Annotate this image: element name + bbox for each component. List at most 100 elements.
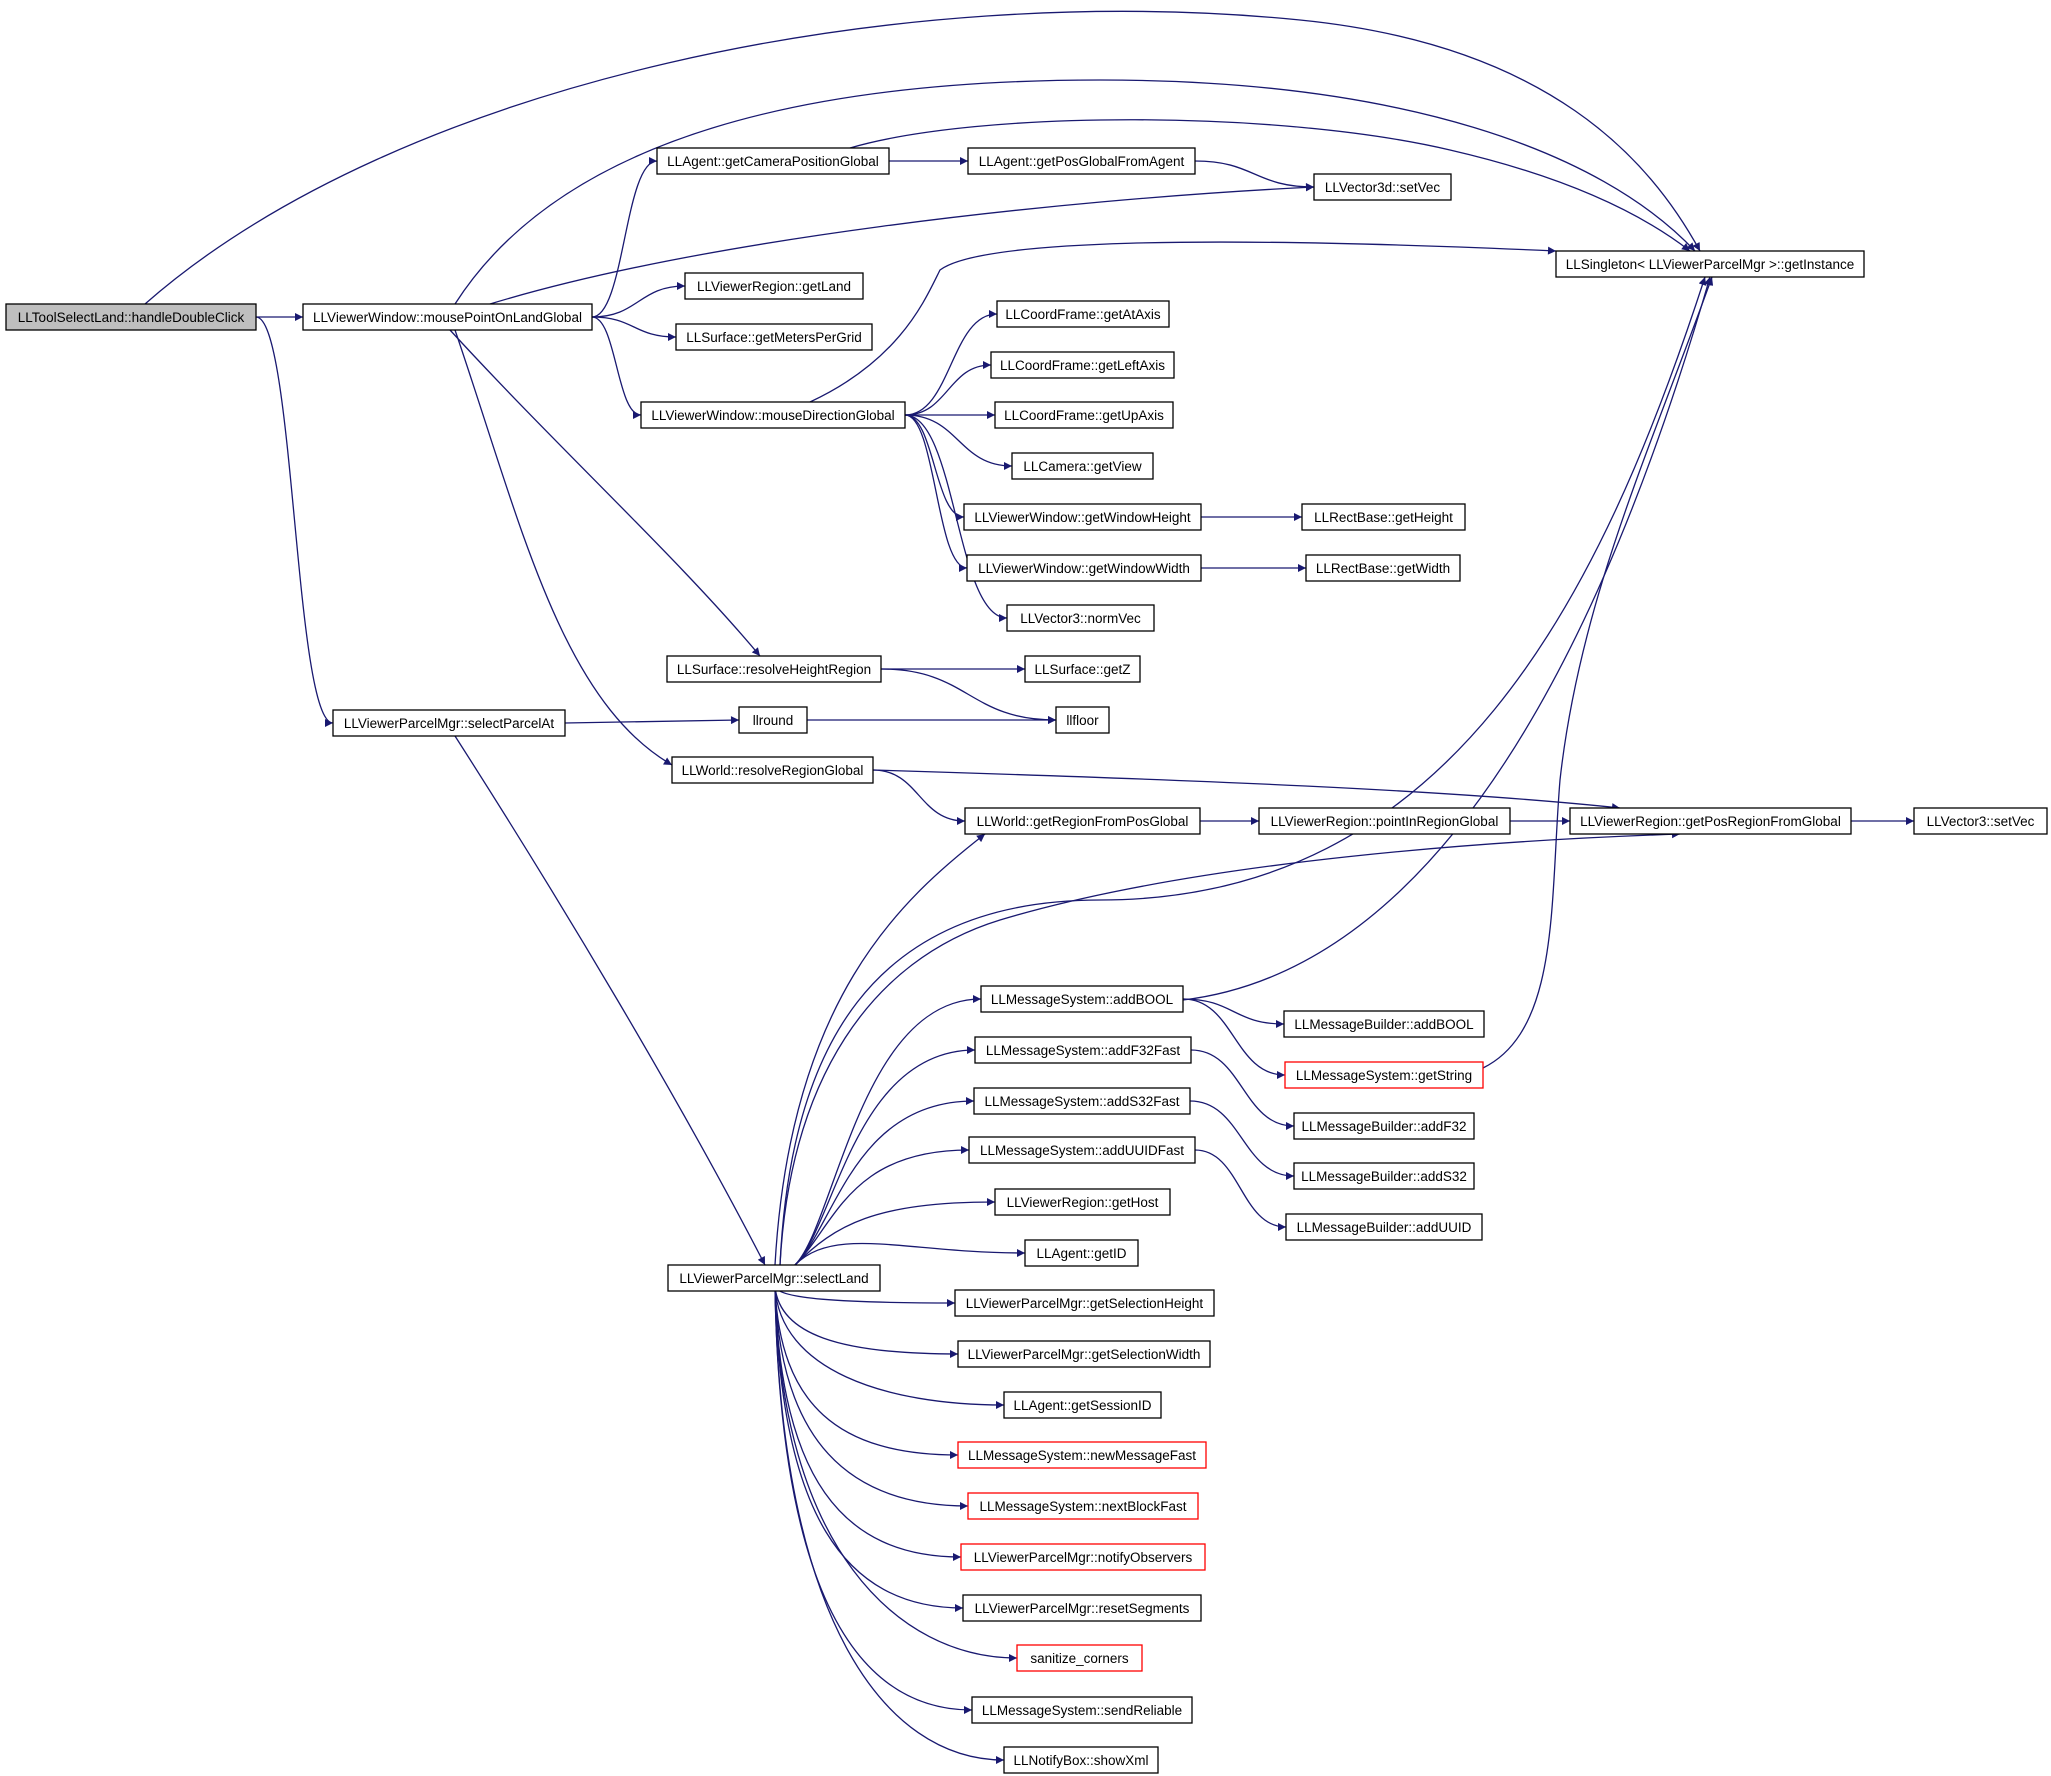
node-box[interactable] [996,300,1170,328]
node-llviewerparcelmgr-getselectionwidth[interactable]: LLViewerParcelMgr::getSelectionWidth [957,1340,1211,1368]
node-box[interactable] [968,1136,1196,1164]
node-box[interactable] [967,147,1196,175]
node-box[interactable] [332,709,566,737]
node-box[interactable] [1024,1239,1139,1267]
node-llmessagesystem-newmessagefast[interactable]: LLMessageSystem::newMessageFast [957,1441,1207,1469]
node-llviewerwindow-getwindowwidth[interactable]: LLViewerWindow::getWindowWidth [966,554,1202,582]
node-llmessagesystem-nextblockfast[interactable]: LLMessageSystem::nextBlockFast [967,1492,1199,1520]
node-llagent-getcamerapositionglobal[interactable]: LLAgent::getCameraPositionGlobal [656,147,890,175]
node-llviewerparcelmgr-selectland[interactable]: LLViewerParcelMgr::selectLand [667,1264,881,1292]
node-box[interactable] [980,985,1184,1013]
node-llagent-getposglobalfromagent[interactable]: LLAgent::getPosGlobalFromAgent [967,147,1196,175]
node-llcamera-getview[interactable]: LLCamera::getView [1011,452,1154,480]
node-box[interactable] [667,1264,881,1292]
node-box[interactable] [962,1594,1202,1622]
node-llagent-getsessionid[interactable]: LLAgent::getSessionID [1003,1391,1162,1419]
node-box[interactable] [1003,1746,1159,1774]
node-box[interactable] [1024,655,1141,683]
node-box[interactable] [1293,1112,1475,1140]
node-box[interactable] [5,303,257,331]
node-llcoordframe-getataxis[interactable]: LLCoordFrame::getAtAxis [996,300,1170,328]
node-box[interactable] [671,756,874,784]
node-llnotifybox-showxml[interactable]: LLNotifyBox::showXml [1003,1746,1159,1774]
node-box[interactable] [1006,604,1155,632]
node-box[interactable] [1016,1644,1143,1672]
node-box[interactable] [302,303,593,331]
node-box[interactable] [1913,807,2048,835]
node-box[interactable] [966,554,1202,582]
node-llmessagebuilder-addbool[interactable]: LLMessageBuilder::addBOOL [1283,1010,1485,1038]
node-llviewerparcelmgr-notifyobservers[interactable]: LLViewerParcelMgr::notifyObservers [960,1543,1206,1571]
node-box[interactable] [964,807,1201,835]
node-llrectbase-getwidth[interactable]: LLRectBase::getWidth [1305,554,1461,582]
node-llagent-getid[interactable]: LLAgent::getID [1024,1239,1139,1267]
node-box[interactable] [994,401,1174,429]
node-llmessagesystem-addf32fast[interactable]: LLMessageSystem::addF32Fast [974,1036,1192,1064]
node-llmessagesystem-adduuidfast[interactable]: LLMessageSystem::addUUIDFast [968,1136,1196,1164]
node-llviewerwindow-getwindowheight[interactable]: LLViewerWindow::getWindowHeight [963,503,1202,531]
node-box[interactable] [1284,1061,1484,1089]
node-box[interactable] [967,1492,1199,1520]
node-llfloor[interactable]: llfloor [1055,706,1110,734]
node-box[interactable] [963,503,1202,531]
node-box[interactable] [675,323,873,351]
node-box[interactable] [954,1289,1215,1317]
node-llmessagebuilder-addf32[interactable]: LLMessageBuilder::addF32 [1293,1112,1475,1140]
node-box[interactable] [1569,807,1852,835]
node-box[interactable] [1055,706,1110,734]
node-box[interactable] [1555,250,1865,278]
node-box[interactable] [656,147,890,175]
node-llviewerregion-getposregionfromglobal[interactable]: LLViewerRegion::getPosRegionFromGlobal [1569,807,1852,835]
node-box[interactable] [960,1543,1206,1571]
node-llsurface-resolveheightregion[interactable]: LLSurface::resolveHeightRegion [666,655,882,683]
node-box[interactable] [640,401,906,429]
node-llcoordframe-getleftaxis[interactable]: LLCoordFrame::getLeftAxis [990,351,1175,379]
node-box[interactable] [1313,173,1452,201]
node-llvector3d-setvec[interactable]: LLVector3d::setVec [1313,173,1452,201]
node-llworld-getregionfromposglobal[interactable]: LLWorld::getRegionFromPosGlobal [964,807,1201,835]
node-llsurface-getz[interactable]: LLSurface::getZ [1024,655,1141,683]
node-llrectbase-getheight[interactable]: LLRectBase::getHeight [1301,503,1466,531]
node-llround[interactable]: llround [738,706,808,734]
node-box[interactable] [738,706,808,734]
node-sanitize-corners[interactable]: sanitize_corners [1016,1644,1143,1672]
node-box[interactable] [1305,554,1461,582]
node-llviewerregion-gethost[interactable]: LLViewerRegion::getHost [994,1188,1171,1216]
node-llviewerparcelmgr-selectparcelat[interactable]: LLViewerParcelMgr::selectParcelAt [332,709,566,737]
node-llmessagesystem-addbool[interactable]: LLMessageSystem::addBOOL [980,985,1184,1013]
node-box[interactable] [973,1087,1191,1115]
node-llviewerregion-getland[interactable]: LLViewerRegion::getLand [684,272,864,300]
node-box[interactable] [1003,1391,1162,1419]
node-llmessagesystem-adds32fast[interactable]: LLMessageSystem::addS32Fast [973,1087,1191,1115]
node-box[interactable] [994,1188,1171,1216]
node-llviewerregion-pointinregionglobal[interactable]: LLViewerRegion::pointInRegionGlobal [1258,807,1511,835]
node-lltoolselectland-handledoubleclick[interactable]: LLToolSelectLand::handleDoubleClick [5,303,257,331]
node-llmessagebuilder-adds32[interactable]: LLMessageBuilder::addS32 [1293,1162,1475,1190]
node-llviewerparcelmgr-getselectionheight[interactable]: LLViewerParcelMgr::getSelectionHeight [954,1289,1215,1317]
node-box[interactable] [990,351,1175,379]
node-box[interactable] [1283,1010,1485,1038]
node-box[interactable] [1293,1162,1475,1190]
node-llsurface-getmeterspergrid[interactable]: LLSurface::getMetersPerGrid [675,323,873,351]
node-box[interactable] [684,272,864,300]
node-box[interactable] [957,1340,1211,1368]
node-llsingleton-llviewerparcelmgr-getinstance[interactable]: LLSingleton< LLViewerParcelMgr >::getIns… [1555,250,1865,278]
node-llviewerparcelmgr-resetsegments[interactable]: LLViewerParcelMgr::resetSegments [962,1594,1202,1622]
node-llmessagesystem-getstring[interactable]: LLMessageSystem::getString [1284,1061,1484,1089]
node-llworld-resolveregionglobal[interactable]: LLWorld::resolveRegionGlobal [671,756,874,784]
node-box[interactable] [666,655,882,683]
node-box[interactable] [974,1036,1192,1064]
node-llviewerwindow-mousedirectionglobal[interactable]: LLViewerWindow::mouseDirectionGlobal [640,401,906,429]
node-llcoordframe-getupaxis[interactable]: LLCoordFrame::getUpAxis [994,401,1174,429]
node-box[interactable] [971,1696,1193,1724]
node-llvector3-setvec[interactable]: LLVector3::setVec [1913,807,2048,835]
node-box[interactable] [1258,807,1511,835]
node-box[interactable] [1285,1213,1483,1241]
node-llviewerwindow-mousepointonlandglobal[interactable]: LLViewerWindow::mousePointOnLandGlobal [302,303,593,331]
node-llvector3-normvec[interactable]: LLVector3::normVec [1006,604,1155,632]
node-box[interactable] [1011,452,1154,480]
node-box[interactable] [957,1441,1207,1469]
node-llmessagesystem-sendreliable[interactable]: LLMessageSystem::sendReliable [971,1696,1193,1724]
node-llmessagebuilder-adduuid[interactable]: LLMessageBuilder::addUUID [1285,1213,1483,1241]
node-box[interactable] [1301,503,1466,531]
